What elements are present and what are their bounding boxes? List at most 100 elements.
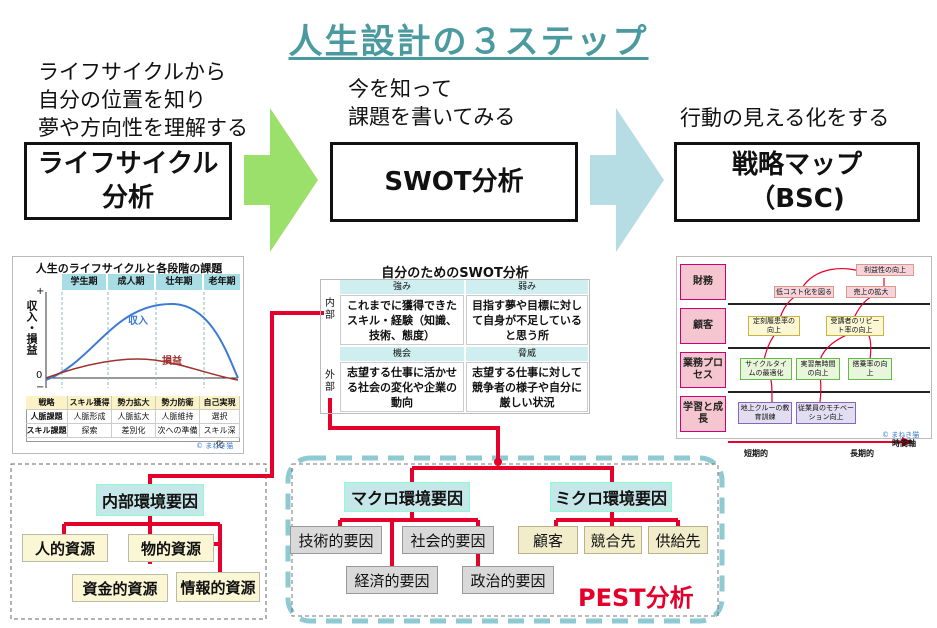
lifecycle-axis-zero: 0 (36, 370, 43, 381)
lifecycle-table-cell: 自己実現 (200, 396, 240, 410)
step2-box: SWOT分析 (330, 142, 578, 222)
bsc-row-learning: 学習と成長 (680, 396, 726, 432)
internal-child-node: 資金的資源 (72, 574, 168, 602)
step1-box: ライフサイクル 分析 (24, 142, 232, 220)
bsc-axis-end: 時間軸 (892, 439, 916, 448)
swot-header-weakness: 弱み (466, 280, 588, 294)
page-title: 人生設計の３ステップ (288, 22, 649, 62)
swot-header-strength: 強み (340, 280, 464, 294)
swot-cell-threat: 志望する仕事に対して競争者の様子や自分に厳しい状況 (466, 362, 588, 412)
step3-box-line: 戦略マップ (731, 150, 862, 180)
micro-child-node: 供給先 (648, 526, 708, 554)
swot-title: 自分のためのSWOT分析 (381, 266, 529, 281)
bsc-node: 従業員のモチベーション向上 (796, 402, 856, 424)
macro-child-node: 政治的要因 (462, 566, 554, 594)
lifecycle-table-cell: 勢力拡大 (112, 396, 156, 410)
step-arrow-1 (244, 108, 318, 252)
loss-curve (45, 358, 239, 381)
bsc-credit: © まねき猫 (882, 431, 920, 439)
micro-child-node: 顧客 (518, 526, 578, 554)
lifecycle-table-cell: スキル課題 (26, 424, 68, 438)
step-arrow-2 (590, 108, 664, 252)
lifecycle-axis-minus: − (36, 382, 45, 393)
line-external-branch (410, 466, 614, 482)
swot-panel (320, 279, 590, 414)
bsc-row-finance: 財務 (680, 264, 726, 300)
bsc-axis-mid: 長期的 (850, 449, 874, 458)
swot-cell-opportunity: 志望する仕事に活かせる社会の変化や企業の動向 (340, 362, 464, 412)
lifecycle-table-cell: 探索 (68, 424, 112, 438)
bsc-node: サイクルタイムの最適化 (740, 358, 792, 380)
bsc-node: 地上クルーの教育訓練 (738, 402, 792, 424)
lifecycle-credit: © まねき猫 (196, 442, 234, 450)
step3-box-line: （BSC) (749, 184, 845, 214)
lifecycle-table-cell: スキル深化 (200, 424, 240, 449)
lifecycle-stage: 壮年期 (156, 274, 202, 290)
swot-row-internal: 内部 (325, 298, 335, 321)
lifecycle-table-cell: 戦略 (26, 396, 68, 410)
line-micro-children (554, 511, 680, 528)
lifecycle-stage: 成人期 (108, 274, 154, 290)
bsc-row-process: 業務プロセス (680, 352, 726, 388)
step1-subtext-line: ライフサイクルから (38, 60, 226, 84)
bsc-node: 低コスト化を図る (774, 286, 834, 298)
swot-header-opportunity: 機会 (340, 347, 464, 361)
income-curve (45, 302, 239, 381)
swot-cell-weakness: 目指す夢や目標に対して自身が不足していると思う所 (466, 295, 588, 345)
internal-dashed-frame (10, 463, 267, 620)
line-swot-internal (148, 311, 324, 484)
lifecycle-axis-plus: + (36, 286, 45, 297)
swot-header-threat: 脅威 (466, 347, 588, 361)
bsc-node: 受講者のリピート率の向上 (826, 316, 884, 336)
bsc-node: 実習無時間の向上 (796, 358, 840, 380)
bsc-row-customer: 顧客 (680, 308, 726, 344)
bsc-node: 搭乗率の向上 (848, 358, 892, 380)
bsc-node: 売上の拡大 (846, 286, 896, 298)
step1-box-line: ライフサイクル (37, 149, 219, 179)
income-label: 収入 (128, 316, 148, 327)
swot-row-external: 外部 (325, 370, 335, 393)
step2-box-line: SWOT分析 (384, 167, 524, 197)
loss-label: 損益 (162, 356, 182, 367)
lifecycle-table-cell: 人脈拡大 (112, 410, 156, 424)
internal-child-node: 人的資源 (22, 534, 108, 562)
lifecycle-table-cell: 選択 (200, 410, 240, 424)
lifecycle-table-cell: スキル獲得 (68, 396, 112, 410)
swot-cell-strength: これまでに獲得できたスキル・経験（知識、技術、態度） (340, 295, 464, 345)
step2-subtext-line: 今を知って (348, 77, 452, 101)
bsc-axis-start: 短期的 (744, 449, 768, 458)
external-dashed-frame (285, 455, 725, 624)
junction-dot (494, 458, 502, 466)
line-internal-children (62, 515, 222, 584)
micro-root-node: ミクロ環境要因 (550, 482, 672, 512)
macro-child-node: 社会的要因 (402, 526, 494, 554)
micro-child-node: 競合先 (584, 526, 642, 554)
lifecycle-table-cell: 差別化 (112, 424, 156, 438)
pest-label: PEST分析 (578, 584, 694, 612)
step3-box: 戦略マップ （BSC) (674, 142, 920, 222)
step1-subtext-line: 夢や方向性を理解する (38, 116, 248, 140)
lifecycle-table-cell: 人脈維持 (156, 410, 200, 424)
lifecycle-y-label: 収入・損益 (25, 300, 38, 355)
bsc-node: 定刻履患率の向上 (748, 316, 800, 336)
bsc-node: 利益性の向上 (856, 264, 914, 276)
internal-root-node: 内部環境要因 (96, 484, 204, 516)
macro-child-node: 技術的要因 (290, 526, 382, 554)
step2-subtext-line: 課題を書いてみる (348, 105, 516, 129)
line-macro-children (338, 511, 480, 572)
lifecycle-stage: 老年期 (204, 274, 240, 290)
macro-root-node: マクロ環境要因 (344, 482, 470, 512)
step1-subtext-line: 自分の位置を知り (38, 88, 206, 112)
step3-subtext-line: 行動の見える化をする (680, 106, 890, 130)
step2-subtext: 今を知って 課題を書いてみる (348, 75, 515, 131)
lifecycle-title: 人生のライフサイクルと各段階の課題 (35, 262, 223, 275)
lifecycle-table-cell: 人脈形成 (68, 410, 112, 424)
lifecycle-table-cell: 人脈課題 (26, 410, 68, 424)
step1-subtext: ライフサイクルから 自分の位置を知り 夢や方向性を理解する (38, 58, 248, 142)
macro-child-node: 経済的要因 (346, 566, 438, 594)
lifecycle-table-cell: 次への準備 (156, 424, 200, 438)
step3-subtext: 行動の見える化をする (680, 104, 889, 132)
internal-child-node: 情報的資源 (176, 572, 260, 602)
internal-child-node: 物的資源 (128, 534, 214, 562)
